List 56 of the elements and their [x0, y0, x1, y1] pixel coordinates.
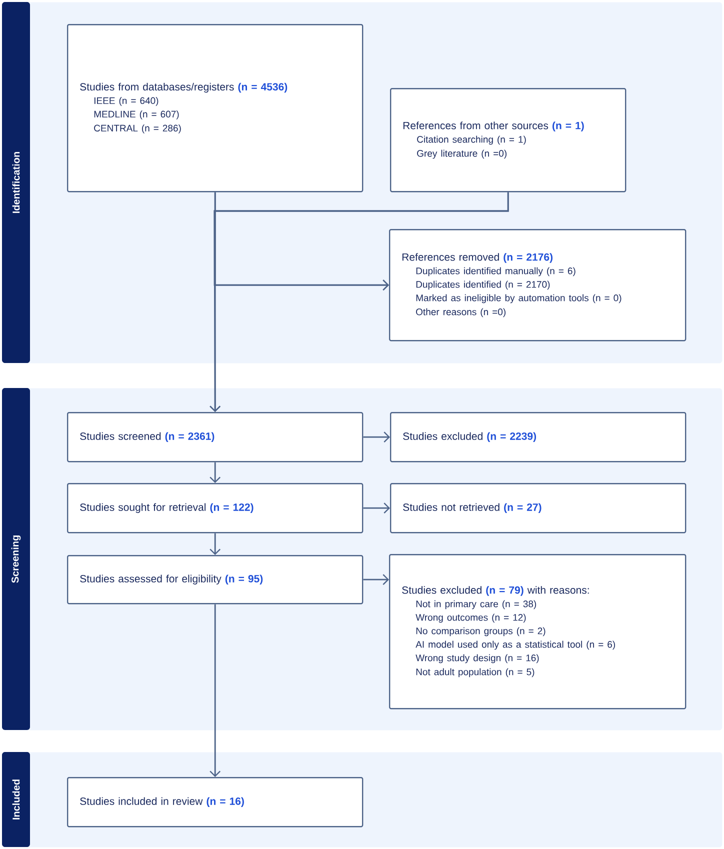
arrow — [210, 533, 221, 555]
count-text: (n = 4536) — [238, 82, 288, 93]
count-text: (n = 27) — [504, 503, 542, 513]
box-heading: Studies excluded — [403, 432, 482, 440]
arrow — [363, 574, 389, 586]
stage-label: Included — [12, 780, 20, 820]
list-item: Wrong outcomes (n = 12) — [416, 614, 526, 623]
count-text: (n = 95) — [225, 574, 263, 584]
process-box — [390, 483, 686, 534]
count-text: (n = 16) — [206, 797, 244, 807]
box-heading: Studies included in review — [80, 797, 203, 805]
box-heading: Studies from databases/registers — [80, 82, 234, 93]
list-item: Duplicates identified manually (n = 6) — [416, 267, 576, 276]
count-text: (n = 1) — [552, 122, 584, 132]
process-box — [67, 555, 364, 604]
list-item: IEEE (n = 640) — [94, 97, 158, 106]
process-box — [67, 777, 364, 828]
list-item: AI model used only as a statistical tool (n = 6) — [416, 640, 615, 650]
list-item: Marked as ineligible by automation tools (n = 0) — [416, 294, 622, 304]
count-text: (n = 2239) — [487, 432, 536, 442]
arrow — [214, 192, 509, 291]
process-box — [67, 412, 364, 462]
count-text: (n = 2361) — [165, 432, 214, 442]
box-heading: with reasons: — [527, 586, 589, 594]
process-box — [390, 88, 626, 192]
count-text: (n = 79) — [486, 586, 524, 596]
list-item: No comparison groups (n = 2) — [416, 627, 546, 636]
list-item: Grey literature (n =0) — [417, 150, 506, 159]
list-item: MEDLINE (n = 607) — [94, 110, 179, 120]
process-box — [389, 554, 686, 710]
box-heading: Studies not retrieved — [403, 503, 500, 511]
list-item: Not adult population (n = 5) — [416, 668, 534, 678]
list-item: Citation searching (n = 1) — [417, 136, 526, 145]
arrow — [210, 462, 221, 483]
arrow — [363, 432, 390, 443]
list-item: Wrong study design (n = 16) — [416, 654, 539, 664]
process-box — [67, 483, 364, 534]
process-box — [389, 229, 686, 342]
count-text: (n = 122) — [210, 503, 254, 513]
list-item: Other reasons (n =0) — [416, 308, 506, 318]
box-heading: References from other sources — [403, 122, 548, 130]
stage-label: Identification — [12, 152, 20, 213]
arrow — [363, 502, 390, 514]
box-heading: Studies sought for retrieval — [80, 503, 206, 513]
process-box — [67, 24, 364, 192]
stage-label: Screening — [11, 536, 21, 583]
list-item: Duplicates identified (n = 2170) — [416, 280, 550, 290]
box-heading: References removed — [402, 253, 499, 261]
box-heading: Studies screened — [80, 432, 161, 440]
process-box — [390, 412, 686, 462]
box-heading: Studies excluded — [402, 586, 482, 594]
box-heading: Studies assessed for eligibility — [80, 574, 222, 584]
arrow — [210, 604, 221, 777]
list-item: Not in primary care (n = 38) — [416, 600, 536, 610]
count-text: (n = 2176) — [504, 253, 552, 263]
list-item: CENTRAL (n = 286) — [94, 124, 181, 134]
